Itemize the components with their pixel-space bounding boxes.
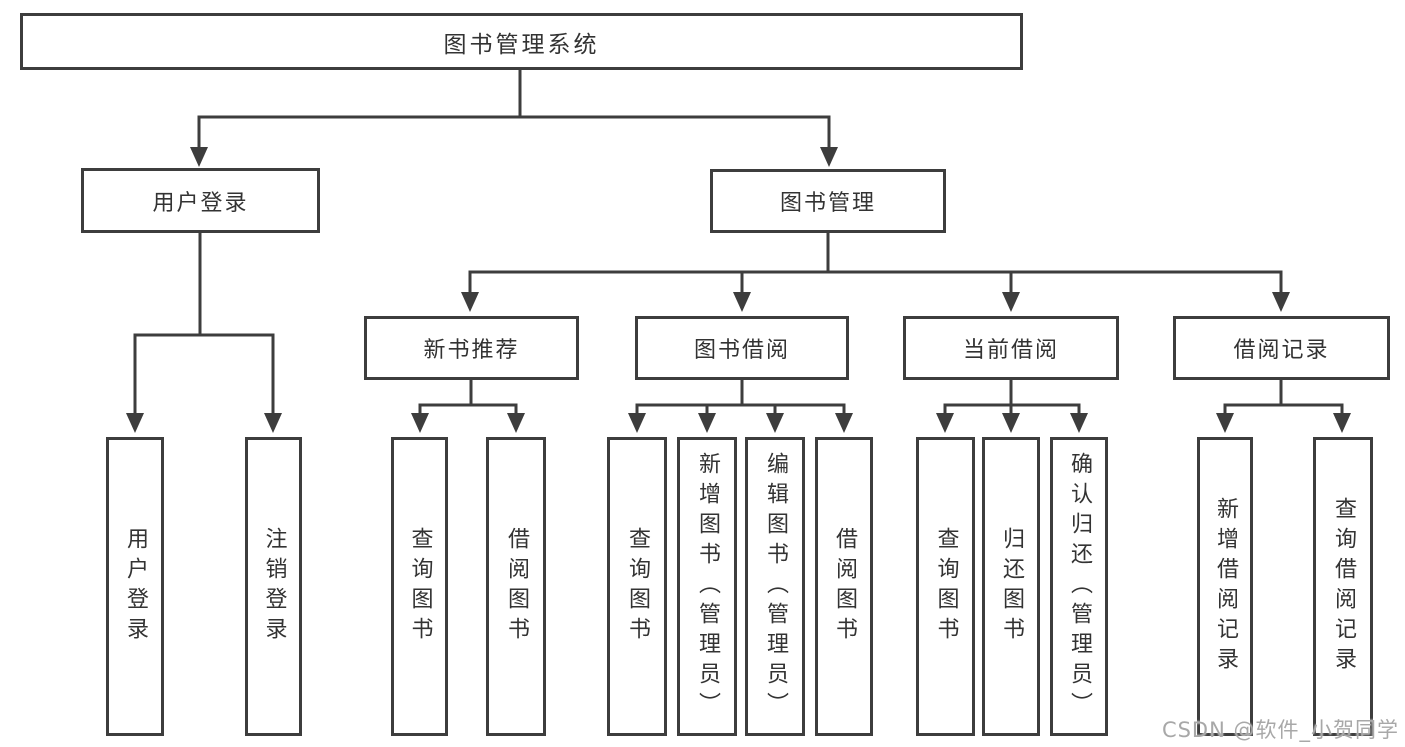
arrow-down-icon: [507, 413, 525, 433]
connector-current-borrow: [943, 380, 1081, 414]
leaf-logout-login: 注销登录: [245, 437, 302, 736]
arrow-down-icon: [461, 292, 479, 312]
arrow-down-icon: [766, 413, 784, 433]
connector-root: [197, 70, 831, 148]
arrow-down-icon: [1002, 413, 1020, 433]
node-current-borrow: 当前借阅: [903, 316, 1119, 380]
leaf-cb-confirm-return-admin: 确认归还︵管理员︶: [1050, 437, 1108, 736]
arrowheads: [126, 147, 1351, 433]
arrow-down-icon: [264, 413, 282, 433]
arrow-down-icon: [733, 292, 751, 312]
arrow-down-icon: [190, 147, 208, 167]
leaf-br-query-record: 查询借阅记录: [1313, 437, 1373, 736]
connector-user-login: [133, 233, 275, 414]
arrow-down-icon: [411, 413, 429, 433]
connector-borrow-records: [1223, 380, 1344, 414]
arrow-down-icon: [698, 413, 716, 433]
connector-book-borrow: [635, 380, 846, 414]
arrow-down-icon: [628, 413, 646, 433]
leaf-bb-edit-books-admin: 编辑图书︵管理员︶: [745, 437, 805, 736]
leaf-br-add-record: 新增借阅记录: [1197, 437, 1253, 736]
leaf-nb-borrow-books: 借阅图书: [486, 437, 546, 736]
arrow-down-icon: [1216, 413, 1234, 433]
leaf-nb-query-books: 查询图书: [391, 437, 448, 736]
node-root-library-system: 图书管理系统: [20, 13, 1023, 70]
arrow-down-icon: [126, 413, 144, 433]
node-borrow-records: 借阅记录: [1173, 316, 1390, 380]
arrow-down-icon: [835, 413, 853, 433]
leaf-bb-borrow-books: 借阅图书: [815, 437, 873, 736]
node-book-borrow: 图书借阅: [635, 316, 849, 380]
arrow-down-icon: [820, 147, 838, 167]
leaf-bb-query-books: 查询图书: [607, 437, 667, 736]
connector-book-management: [468, 233, 1283, 293]
arrow-down-icon: [1333, 413, 1351, 433]
arrow-down-icon: [1002, 292, 1020, 312]
node-book-management: 图书管理: [710, 169, 946, 233]
connector-new-book-recommend: [418, 380, 518, 414]
csdn-watermark: CSDN @软件_小贺同学: [1161, 718, 1399, 742]
node-user-login: 用户登录: [81, 168, 320, 233]
leaf-cb-return-books: 归还图书: [982, 437, 1040, 736]
arrow-down-icon: [936, 413, 954, 433]
arrow-down-icon: [1070, 413, 1088, 433]
leaf-bb-add-books-admin: 新增图书︵管理员︶: [677, 437, 737, 736]
node-new-book-recommend: 新书推荐: [364, 316, 579, 380]
leaf-user-login: 用户登录: [106, 437, 164, 736]
arrow-down-icon: [1272, 292, 1290, 312]
leaf-cb-query-books: 查询图书: [916, 437, 975, 736]
